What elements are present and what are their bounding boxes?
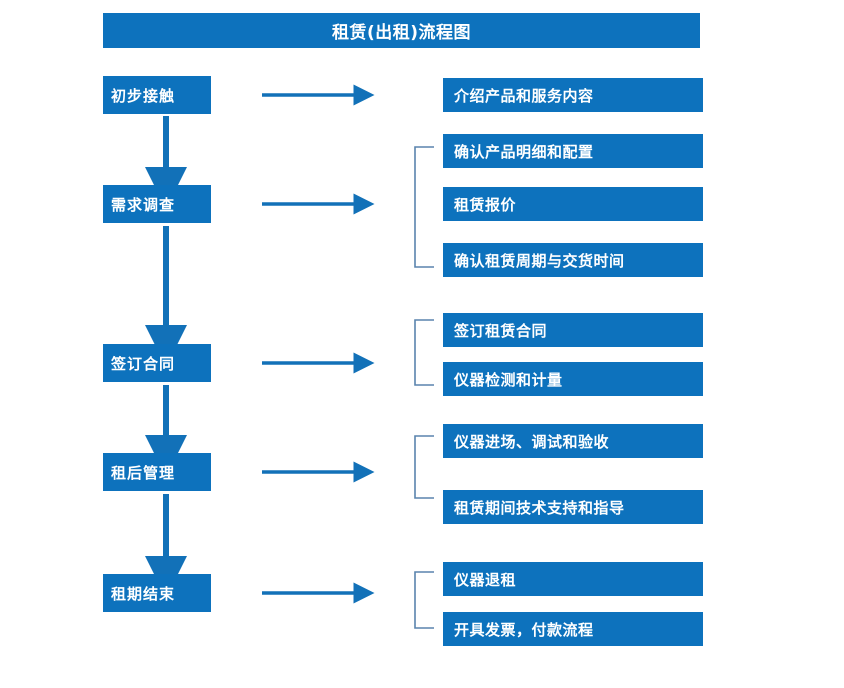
detail-box-intro-products[interactable]: 介绍产品和服务内容	[443, 78, 703, 112]
bracket-group-4	[414, 435, 434, 499]
stage-box-sign-contract[interactable]: 签订合同	[103, 344, 211, 382]
page-title: 租赁(出租)流程图	[103, 13, 700, 48]
stage-box-initial-contact[interactable]: 初步接触	[103, 76, 211, 114]
detail-box-instrument-return[interactable]: 仪器退租	[443, 562, 703, 596]
detail-box-instrument-onsite[interactable]: 仪器进场、调试和验收	[443, 424, 703, 458]
bracket-group-2	[414, 146, 434, 268]
detail-box-invoice-payment[interactable]: 开具发票，付款流程	[443, 612, 703, 646]
bracket-group-5	[414, 571, 434, 629]
stage-box-needs-survey[interactable]: 需求调查	[103, 185, 211, 223]
detail-box-sign-rental-contract[interactable]: 签订租赁合同	[443, 313, 703, 347]
bracket-group-3	[414, 319, 434, 386]
stage-box-post-rental-mgmt[interactable]: 租后管理	[103, 453, 211, 491]
detail-box-instrument-testing[interactable]: 仪器检测和计量	[443, 362, 703, 396]
detail-box-tech-support[interactable]: 租赁期间技术支持和指导	[443, 490, 703, 524]
detail-box-confirm-period[interactable]: 确认租赁周期与交货时间	[443, 243, 703, 277]
stage-box-lease-end[interactable]: 租期结束	[103, 574, 211, 612]
detail-box-confirm-specs[interactable]: 确认产品明细和配置	[443, 134, 703, 168]
detail-box-rental-quote[interactable]: 租赁报价	[443, 187, 703, 221]
